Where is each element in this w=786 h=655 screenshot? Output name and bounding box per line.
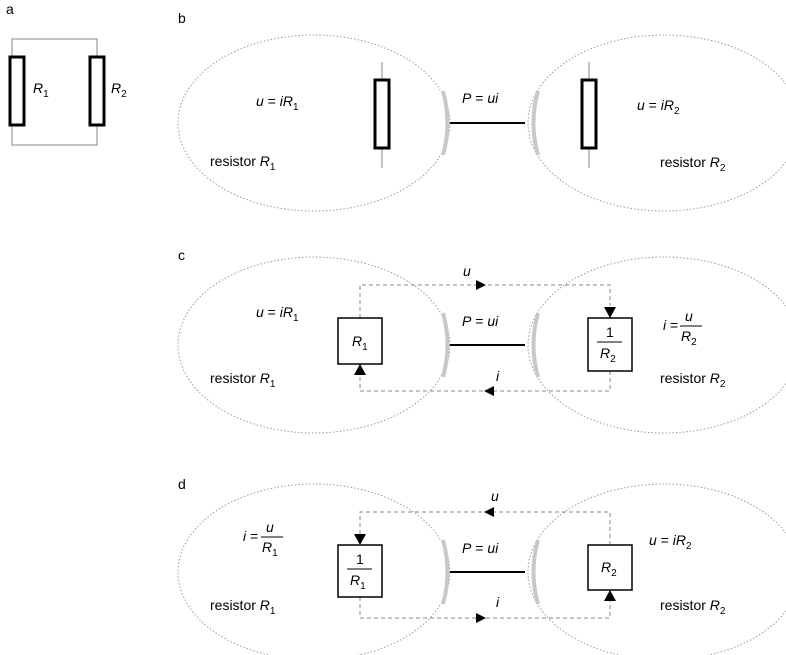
panel-c: c P = ui u i R1 1 R2 u = iR1 i = u R2 re… xyxy=(177,247,786,434)
right-resistor-name: resistor R2 xyxy=(660,154,726,174)
r2-block-label: R2 xyxy=(601,559,617,579)
current-input-arrowhead xyxy=(604,590,616,601)
r1-gain-block xyxy=(337,317,383,365)
right-constitutive-equation: i = u R2 xyxy=(663,308,702,348)
left-constitutive-equation: u = iR1 xyxy=(256,304,299,324)
left-port-shade xyxy=(441,539,450,605)
right-equation-lhs: i = xyxy=(663,317,678,333)
current-arrowhead xyxy=(476,613,486,623)
power-equation: P = ui xyxy=(462,313,499,329)
left-resistor-name: resistor R1 xyxy=(210,153,276,173)
left-port-shade xyxy=(441,90,450,156)
right-port-shade xyxy=(531,90,540,156)
inverse-r1-denominator: R1 xyxy=(350,572,366,592)
voltage-signal-label: u xyxy=(491,488,499,504)
voltage-input-arrowhead xyxy=(354,534,366,545)
resistor-r2-symbol xyxy=(580,78,598,150)
panel-d-label: d xyxy=(178,476,186,492)
right-port-shade xyxy=(531,539,540,605)
voltage-arrowhead xyxy=(476,280,486,290)
power-equation: P = ui xyxy=(462,90,499,106)
inverse-r1-gain-block xyxy=(337,544,383,598)
resistor-r1-domain-ellipse xyxy=(177,483,451,655)
voltage-signal-label: u xyxy=(463,263,471,279)
right-equation-numerator: u xyxy=(685,308,693,324)
power-equation: P = ui xyxy=(462,540,499,556)
resistor-r1-symbol xyxy=(373,78,391,150)
current-signal-label: i xyxy=(496,594,500,610)
resistor-r1-domain-ellipse xyxy=(177,34,451,212)
resistor-r2-symbol xyxy=(88,55,106,127)
voltage-arrowhead xyxy=(484,507,494,517)
panel-c-label: c xyxy=(178,247,185,263)
resistor-r2-domain-ellipse xyxy=(527,256,786,434)
inverse-r2-numerator: 1 xyxy=(606,324,614,340)
resistor-r1-domain-ellipse xyxy=(177,256,451,434)
r2-label: R2 xyxy=(111,80,127,100)
panel-b-label: b xyxy=(178,10,186,26)
current-input-arrowhead xyxy=(354,364,366,375)
right-resistor-name: resistor R2 xyxy=(660,597,726,617)
inverse-r2-gain-block xyxy=(587,317,633,372)
inverse-r1-numerator: 1 xyxy=(356,551,364,567)
left-resistor-name: resistor R1 xyxy=(210,370,276,390)
current-signal-label: i xyxy=(496,368,500,384)
resistor-r1-symbol xyxy=(8,55,26,127)
inverse-r2-denominator: R2 xyxy=(600,345,616,365)
panel-a: a R1 R2 xyxy=(6,1,127,146)
resistor-r2-domain-ellipse xyxy=(527,34,786,212)
left-equation-denominator: R1 xyxy=(262,539,278,559)
panel-d: d P = ui u i 1 R1 R2 i = u R1 u = iR2 re… xyxy=(177,476,786,655)
current-signal-path xyxy=(359,597,611,619)
left-constitutive-equation: i = u R1 xyxy=(243,519,283,559)
current-arrowhead xyxy=(484,386,494,396)
left-resistor-name: resistor R1 xyxy=(210,597,276,617)
resistor-r2-domain-ellipse xyxy=(527,483,786,655)
right-equation-denominator: R2 xyxy=(681,328,697,348)
right-port-shade xyxy=(531,312,540,378)
panel-a-label: a xyxy=(6,1,14,17)
r1-block-label: R1 xyxy=(352,333,368,353)
r2-gain-block xyxy=(587,544,633,591)
right-constitutive-equation: u = iR2 xyxy=(649,532,692,552)
right-constitutive-equation: u = iR2 xyxy=(637,97,680,117)
left-equation-lhs: i = xyxy=(243,528,258,544)
current-signal-path xyxy=(359,371,611,392)
r1-label: R1 xyxy=(33,80,49,100)
voltage-input-arrowhead xyxy=(604,307,616,318)
right-resistor-name: resistor R2 xyxy=(660,370,726,390)
left-port-shade xyxy=(441,312,450,378)
left-equation-numerator: u xyxy=(266,519,274,535)
panel-b: b P = ui u = iR1 u = iR2 resistor R1 res… xyxy=(177,10,786,212)
left-constitutive-equation: u = iR1 xyxy=(256,93,299,113)
